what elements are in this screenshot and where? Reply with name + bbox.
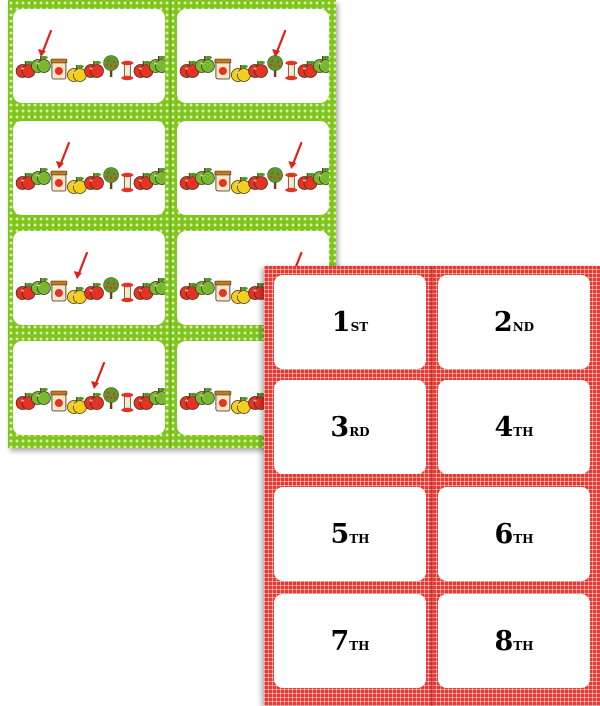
green-card-sheet xyxy=(8,0,336,448)
yellow-apple-icon xyxy=(231,64,251,82)
ordinal-label: 8TH xyxy=(494,625,534,657)
green-apple-icon xyxy=(195,387,215,405)
apple-core-icon xyxy=(121,60,134,81)
red-apple-icon xyxy=(133,60,154,78)
jar-icon xyxy=(214,58,232,80)
red-apple-icon xyxy=(84,282,104,300)
apple-core-icon xyxy=(121,392,134,413)
green-apple-icon xyxy=(31,167,51,185)
apple-card xyxy=(177,9,329,103)
jar-icon xyxy=(50,58,68,80)
apple-row xyxy=(15,251,165,304)
ordinal-card-6: 6TH xyxy=(438,487,590,581)
tree-icon xyxy=(103,277,119,299)
ordinal-label: 1ST xyxy=(331,306,369,338)
ordinal-card-4: 4TH xyxy=(438,380,590,474)
green-apple-icon xyxy=(148,277,165,295)
apple-row xyxy=(179,141,329,194)
red-apple-icon xyxy=(15,392,36,410)
red-apple-icon xyxy=(248,172,268,190)
jar-icon xyxy=(214,390,232,412)
tree-icon xyxy=(103,55,119,77)
apple-core-icon xyxy=(285,172,298,193)
apple-sequence xyxy=(15,277,165,304)
red-apple-icon xyxy=(84,60,104,78)
yellow-apple-icon xyxy=(67,286,87,304)
ordinal-card-8: 8TH xyxy=(438,594,590,688)
red-apple-icon xyxy=(179,172,200,190)
green-apple-icon xyxy=(312,55,329,73)
green-apple-icon xyxy=(148,55,165,73)
jar-icon xyxy=(214,280,232,302)
apple-row xyxy=(15,29,165,82)
yellow-apple-icon xyxy=(67,396,87,414)
tree-icon xyxy=(267,167,283,189)
apple-sequence xyxy=(179,167,329,194)
jar-icon xyxy=(214,170,232,192)
apple-sequence xyxy=(179,55,329,82)
yellow-apple-icon xyxy=(67,64,87,82)
ordinal-label: 3RD xyxy=(330,411,370,443)
green-apple-icon xyxy=(148,387,165,405)
apple-card xyxy=(13,341,165,435)
green-apple-icon xyxy=(31,387,51,405)
arrow-icon xyxy=(73,251,89,279)
red-apple-icon xyxy=(133,392,154,410)
green-apple-icon xyxy=(195,277,215,295)
apple-card xyxy=(177,121,329,215)
apple-core-icon xyxy=(285,60,298,81)
green-apple-icon xyxy=(31,55,51,73)
yellow-apple-icon xyxy=(231,396,251,414)
arrow-icon xyxy=(91,361,106,389)
ordinal-label: 5TH xyxy=(330,518,370,550)
ordinal-card-7: 7TH xyxy=(274,594,426,688)
jar-icon xyxy=(50,390,68,412)
apple-row xyxy=(179,29,329,82)
yellow-apple-icon xyxy=(231,286,251,304)
apple-core-icon xyxy=(121,282,134,303)
arrow-icon xyxy=(272,29,287,57)
apple-card xyxy=(13,121,165,215)
green-apple-icon xyxy=(148,167,165,185)
apple-card xyxy=(13,9,165,103)
apple-card xyxy=(13,231,165,325)
ordinal-label: 7TH xyxy=(330,625,370,657)
apple-row xyxy=(15,141,165,194)
green-apple-icon xyxy=(195,55,215,73)
red-card-sheet: 1ST 2ND 3RD 4TH 5TH 6TH 7TH 8TH xyxy=(264,266,600,706)
apple-sequence xyxy=(15,167,165,194)
apple-row xyxy=(15,361,165,414)
ordinal-card-5: 5TH xyxy=(274,487,426,581)
arrow-icon xyxy=(55,141,71,169)
yellow-apple-icon xyxy=(231,176,251,194)
ordinal-label: 2ND xyxy=(493,306,535,338)
ordinal-card-2: 2ND xyxy=(438,275,590,369)
ordinal-card-1: 1ST xyxy=(274,275,426,369)
ordinal-label: 6TH xyxy=(494,518,534,550)
red-apple-icon xyxy=(179,392,200,410)
red-apple-icon xyxy=(84,172,104,190)
tree-icon xyxy=(267,55,283,77)
arrow-icon xyxy=(288,141,303,169)
tree-icon xyxy=(103,167,119,189)
red-apple-icon xyxy=(15,282,36,300)
red-apple-icon xyxy=(84,392,104,410)
green-apple-icon xyxy=(312,167,329,185)
ordinal-card-3: 3RD xyxy=(274,380,426,474)
jar-icon xyxy=(50,280,68,302)
ordinal-label: 4TH xyxy=(494,411,534,443)
apple-core-icon xyxy=(121,172,134,193)
jar-icon xyxy=(50,170,68,192)
tree-icon xyxy=(103,387,119,409)
yellow-apple-icon xyxy=(67,176,87,194)
apple-sequence xyxy=(15,387,165,414)
apple-sequence xyxy=(15,55,165,82)
red-apple-icon xyxy=(248,60,268,78)
green-apple-icon xyxy=(195,167,215,185)
green-apple-icon xyxy=(31,277,51,295)
arrow-icon xyxy=(37,29,53,57)
